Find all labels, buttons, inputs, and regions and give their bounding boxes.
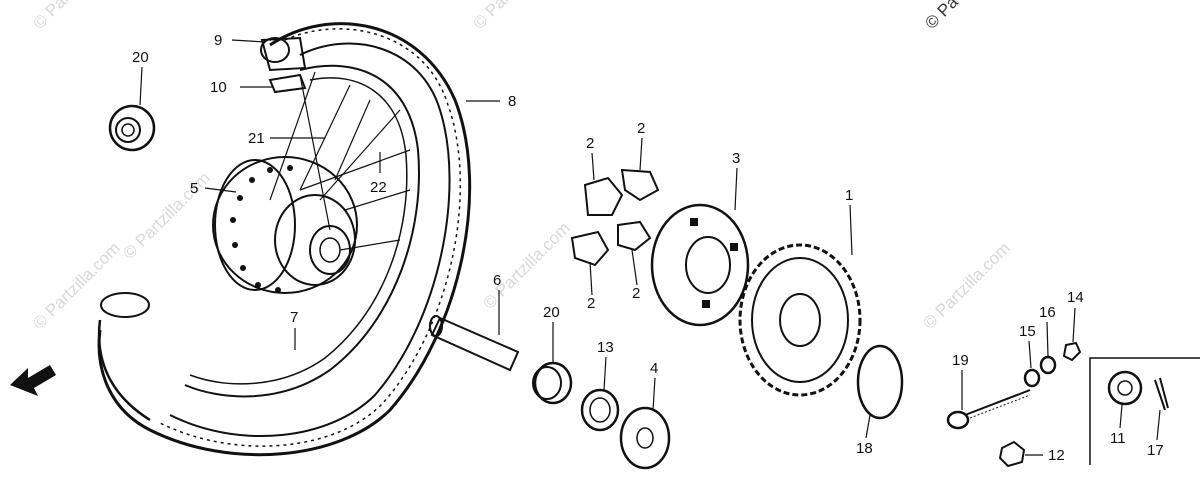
callout-21: 21 bbox=[248, 130, 265, 147]
callout-3: 3 bbox=[732, 150, 740, 167]
spokes bbox=[269, 71, 411, 251]
watermark-3: © Partzilla.com bbox=[29, 238, 123, 332]
callout-9: 9 bbox=[214, 32, 222, 49]
axle bbox=[429, 315, 520, 372]
callout-2-b: 2 bbox=[637, 120, 645, 137]
forward-direction-indicator: FWD bbox=[10, 363, 57, 396]
callout-14: 14 bbox=[1067, 289, 1084, 306]
hub bbox=[212, 156, 358, 294]
callout-7: 7 bbox=[290, 309, 298, 326]
callout-2-a: 2 bbox=[586, 135, 594, 152]
watermark-4: © Partzilla.com bbox=[479, 218, 573, 312]
tire bbox=[97, 22, 472, 457]
inset-box bbox=[1089, 357, 1200, 465]
callout-18: 18 bbox=[856, 440, 873, 457]
callout-5: 5 bbox=[190, 180, 198, 197]
watermark-5: © Partzilla.com bbox=[919, 238, 1013, 332]
watermark-6: © Partzilla.com bbox=[119, 168, 213, 262]
callout-22: 22 bbox=[370, 179, 387, 196]
callout-12: 12 bbox=[1048, 447, 1065, 464]
sprocket-carrier bbox=[650, 203, 750, 327]
callout-20-top: 20 bbox=[132, 49, 149, 66]
dampers bbox=[570, 168, 660, 267]
leader-lines bbox=[139, 39, 1161, 456]
oil-seal bbox=[580, 388, 620, 432]
driven-sprocket bbox=[738, 243, 862, 397]
rim-band bbox=[260, 36, 307, 72]
callout-6: 6 bbox=[493, 272, 501, 289]
chain-adjuster bbox=[946, 389, 1031, 430]
watermarks: © Partzilla.com © Partzilla.com © Partzi… bbox=[29, 0, 1013, 333]
watermark-2: © Partzilla.com bbox=[469, 0, 563, 33]
callout-8: 8 bbox=[508, 93, 516, 110]
callout-19: 19 bbox=[952, 352, 969, 369]
callout-10: 10 bbox=[210, 79, 227, 96]
callout-2-c: 2 bbox=[587, 295, 595, 312]
callout-1: 1 bbox=[845, 187, 853, 204]
callout-2-d: 2 bbox=[632, 285, 640, 302]
valve-stem bbox=[268, 73, 307, 94]
circlip bbox=[856, 344, 904, 420]
callout-labels: 9 10 20 8 21 22 5 7 6 20 13 4 2 2 2 2 3 … bbox=[132, 32, 1164, 464]
watermark-corner: © Pa bbox=[921, 0, 962, 33]
bearing-lower bbox=[532, 361, 573, 405]
watermark-1: © Partzilla.com bbox=[29, 0, 123, 33]
collar bbox=[619, 406, 671, 470]
callout-11: 11 bbox=[1110, 430, 1126, 447]
callout-17: 17 bbox=[1147, 442, 1164, 459]
rim bbox=[184, 64, 420, 398]
callout-15: 15 bbox=[1019, 323, 1036, 340]
callout-20-lower: 20 bbox=[543, 304, 560, 321]
washers-nuts bbox=[998, 341, 1082, 468]
callout-4: 4 bbox=[650, 360, 658, 377]
bearing-top bbox=[108, 104, 156, 152]
callout-13: 13 bbox=[597, 339, 614, 356]
callout-16: 16 bbox=[1039, 304, 1056, 321]
